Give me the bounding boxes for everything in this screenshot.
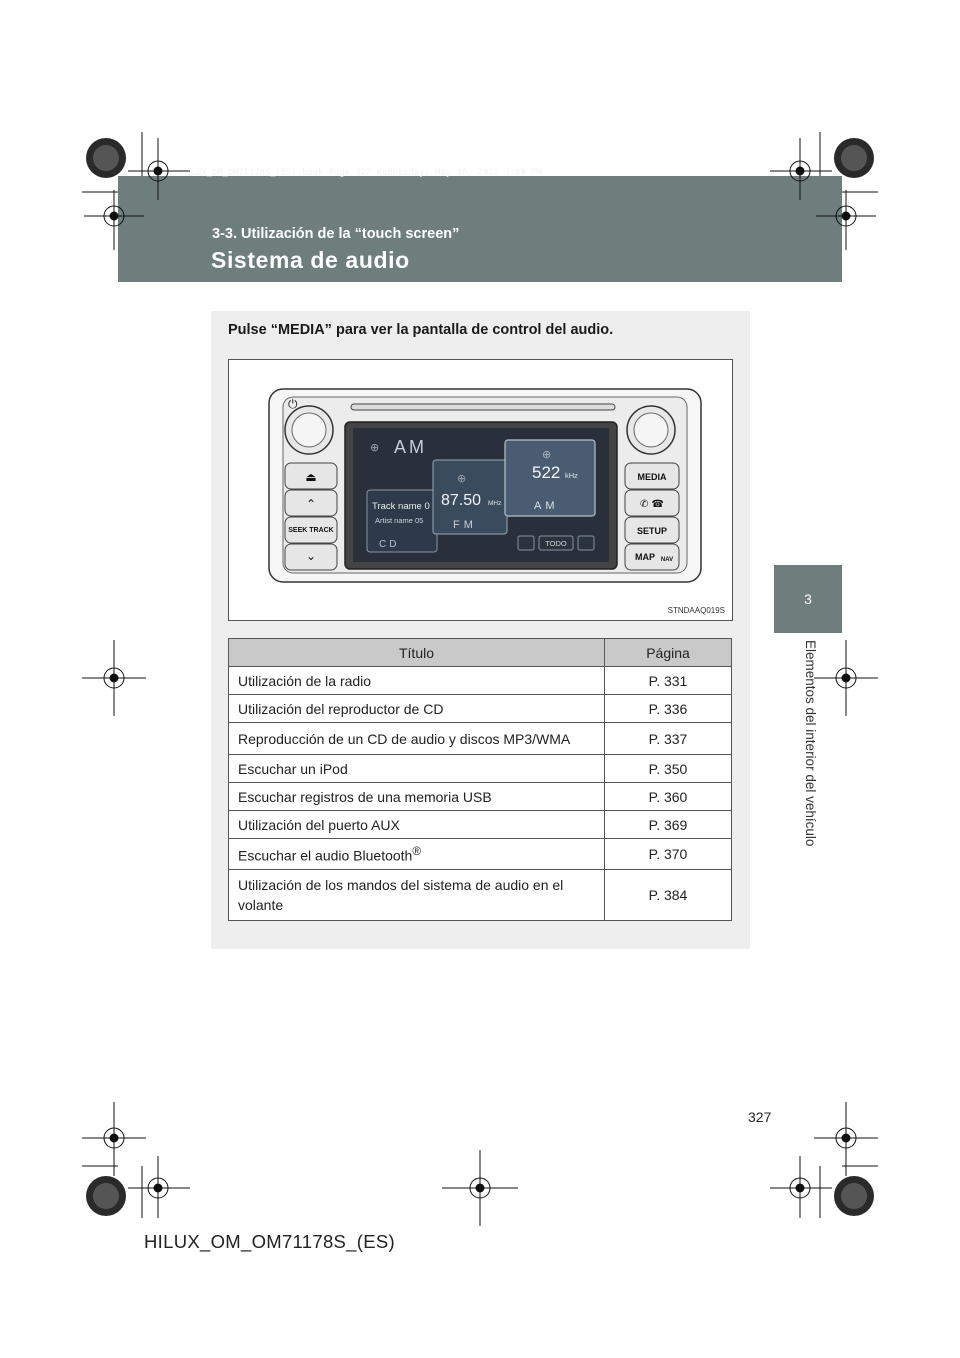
row-title: Escuchar registros de una memoria USB <box>228 782 605 811</box>
row-title: Reproducción de un CD de audio y discos … <box>228 722 605 755</box>
row-title: Utilización del puerto AUX <box>228 810 605 839</box>
row-title: Escuchar un iPod <box>228 754 605 783</box>
chapter-number: 3 <box>804 591 812 607</box>
row-page: P. 350 <box>604 754 732 783</box>
screen-am-unit: kHz <box>565 471 578 480</box>
row-page: P. 369 <box>604 810 732 839</box>
eject-button-label: ⏏ <box>305 470 316 484</box>
figure-code: STNDAAQ019S <box>667 606 725 615</box>
row-title: Escuchar el audio Bluetooth <box>238 847 413 864</box>
row-title: Utilización de la radio <box>228 666 605 695</box>
screen-band-am-card: AM <box>534 500 559 512</box>
screen-artist-name: Artist name 05 <box>375 516 423 525</box>
row-page: P. 336 <box>604 694 732 723</box>
screen-track-name: Track name 0 <box>372 501 430 512</box>
media-button-label: MEDIA <box>638 472 668 482</box>
page-number: 327 <box>748 1109 772 1125</box>
table-row: Escuchar registros de una memoria USB P.… <box>228 782 732 811</box>
seek-track-label: SEEK TRACK <box>288 527 334 534</box>
table-row: Reproducción de un CD de audio y discos … <box>228 722 732 755</box>
section-label: 3-3. Utilización de la “touch screen” <box>212 226 460 242</box>
registered-mark: ® <box>412 845 421 858</box>
setup-button-label: SETUP <box>637 526 667 536</box>
row-title: Utilización de los mandos del sistema de… <box>228 868 605 921</box>
audio-unit-figure: ⏻ ⏏ ⌃ SEEK TRACK ⌄ MEDIA ✆ ☎ SETUP MAP N… <box>228 359 733 621</box>
svg-text:⊕: ⊕ <box>457 472 466 485</box>
svg-text:⌃: ⌃ <box>306 497 316 511</box>
table-row: Utilización del puerto AUX P. 369 <box>228 810 732 839</box>
reference-table: Título Página Utilización de la radio P.… <box>228 638 732 921</box>
table-row: Utilización del reproductor de CD P. 336 <box>228 694 732 723</box>
map-button-label: MAP <box>635 552 655 562</box>
book-stamp: HILUX_OM_OM71178S_(ES).book Page 327 Wed… <box>180 168 542 178</box>
svg-text:⏻: ⏻ <box>288 397 298 411</box>
screen-band-am-top: AM <box>394 437 427 457</box>
nav-button-label: NAV <box>661 557 673 563</box>
row-page: P. 384 <box>604 868 732 921</box>
audio-unit-illustration: ⏻ ⏏ ⌃ SEEK TRACK ⌄ MEDIA ✆ ☎ SETUP MAP N… <box>268 388 702 583</box>
table-row: Escuchar un iPod P. 350 <box>228 754 732 783</box>
table-header-row: Título Página <box>228 638 732 667</box>
row-title-cell: Escuchar el audio Bluetooth® <box>228 838 605 870</box>
screen-band-cd: CD <box>379 539 399 550</box>
svg-text:⊕: ⊕ <box>370 441 379 454</box>
chapter-title-vertical: Elementos del interior del vehículo <box>800 640 820 870</box>
table-row: Utilización de los mandos del sistema de… <box>228 868 732 921</box>
header-page: Página <box>604 638 732 667</box>
screen-band-fm: FM <box>453 519 477 531</box>
intro-text: Pulse “MEDIA” para ver la pantalla de co… <box>228 322 614 338</box>
chapter-title: Elementos del interior del vehículo <box>803 640 818 847</box>
table-row: Utilización de la radio P. 331 <box>228 666 732 695</box>
svg-text:⊕: ⊕ <box>542 448 551 461</box>
svg-text:⌄: ⌄ <box>306 549 316 563</box>
chapter-tab: 3 <box>774 565 842 633</box>
row-title: Utilización del reproductor de CD <box>228 694 605 723</box>
screen-todo-button: TODO <box>545 539 567 548</box>
table-row: Escuchar el audio Bluetooth® P. 370 <box>228 838 732 870</box>
row-page: P. 337 <box>604 722 732 755</box>
screen-fm-frequency: 87.50 <box>441 492 481 509</box>
row-page: P. 360 <box>604 782 732 811</box>
document-code: HILUX_OM_OM71178S_(ES) <box>144 1231 395 1252</box>
row-page: P. 370 <box>604 838 732 870</box>
row-page: P. 331 <box>604 666 732 695</box>
header-band <box>118 176 842 282</box>
header-title: Título <box>228 638 605 667</box>
screen-am-frequency: 522 <box>532 463 560 482</box>
screen-fm-unit: MHz <box>488 500 501 507</box>
page-title: Sistema de audio <box>211 247 410 273</box>
svg-text:✆ ☎: ✆ ☎ <box>640 499 664 510</box>
